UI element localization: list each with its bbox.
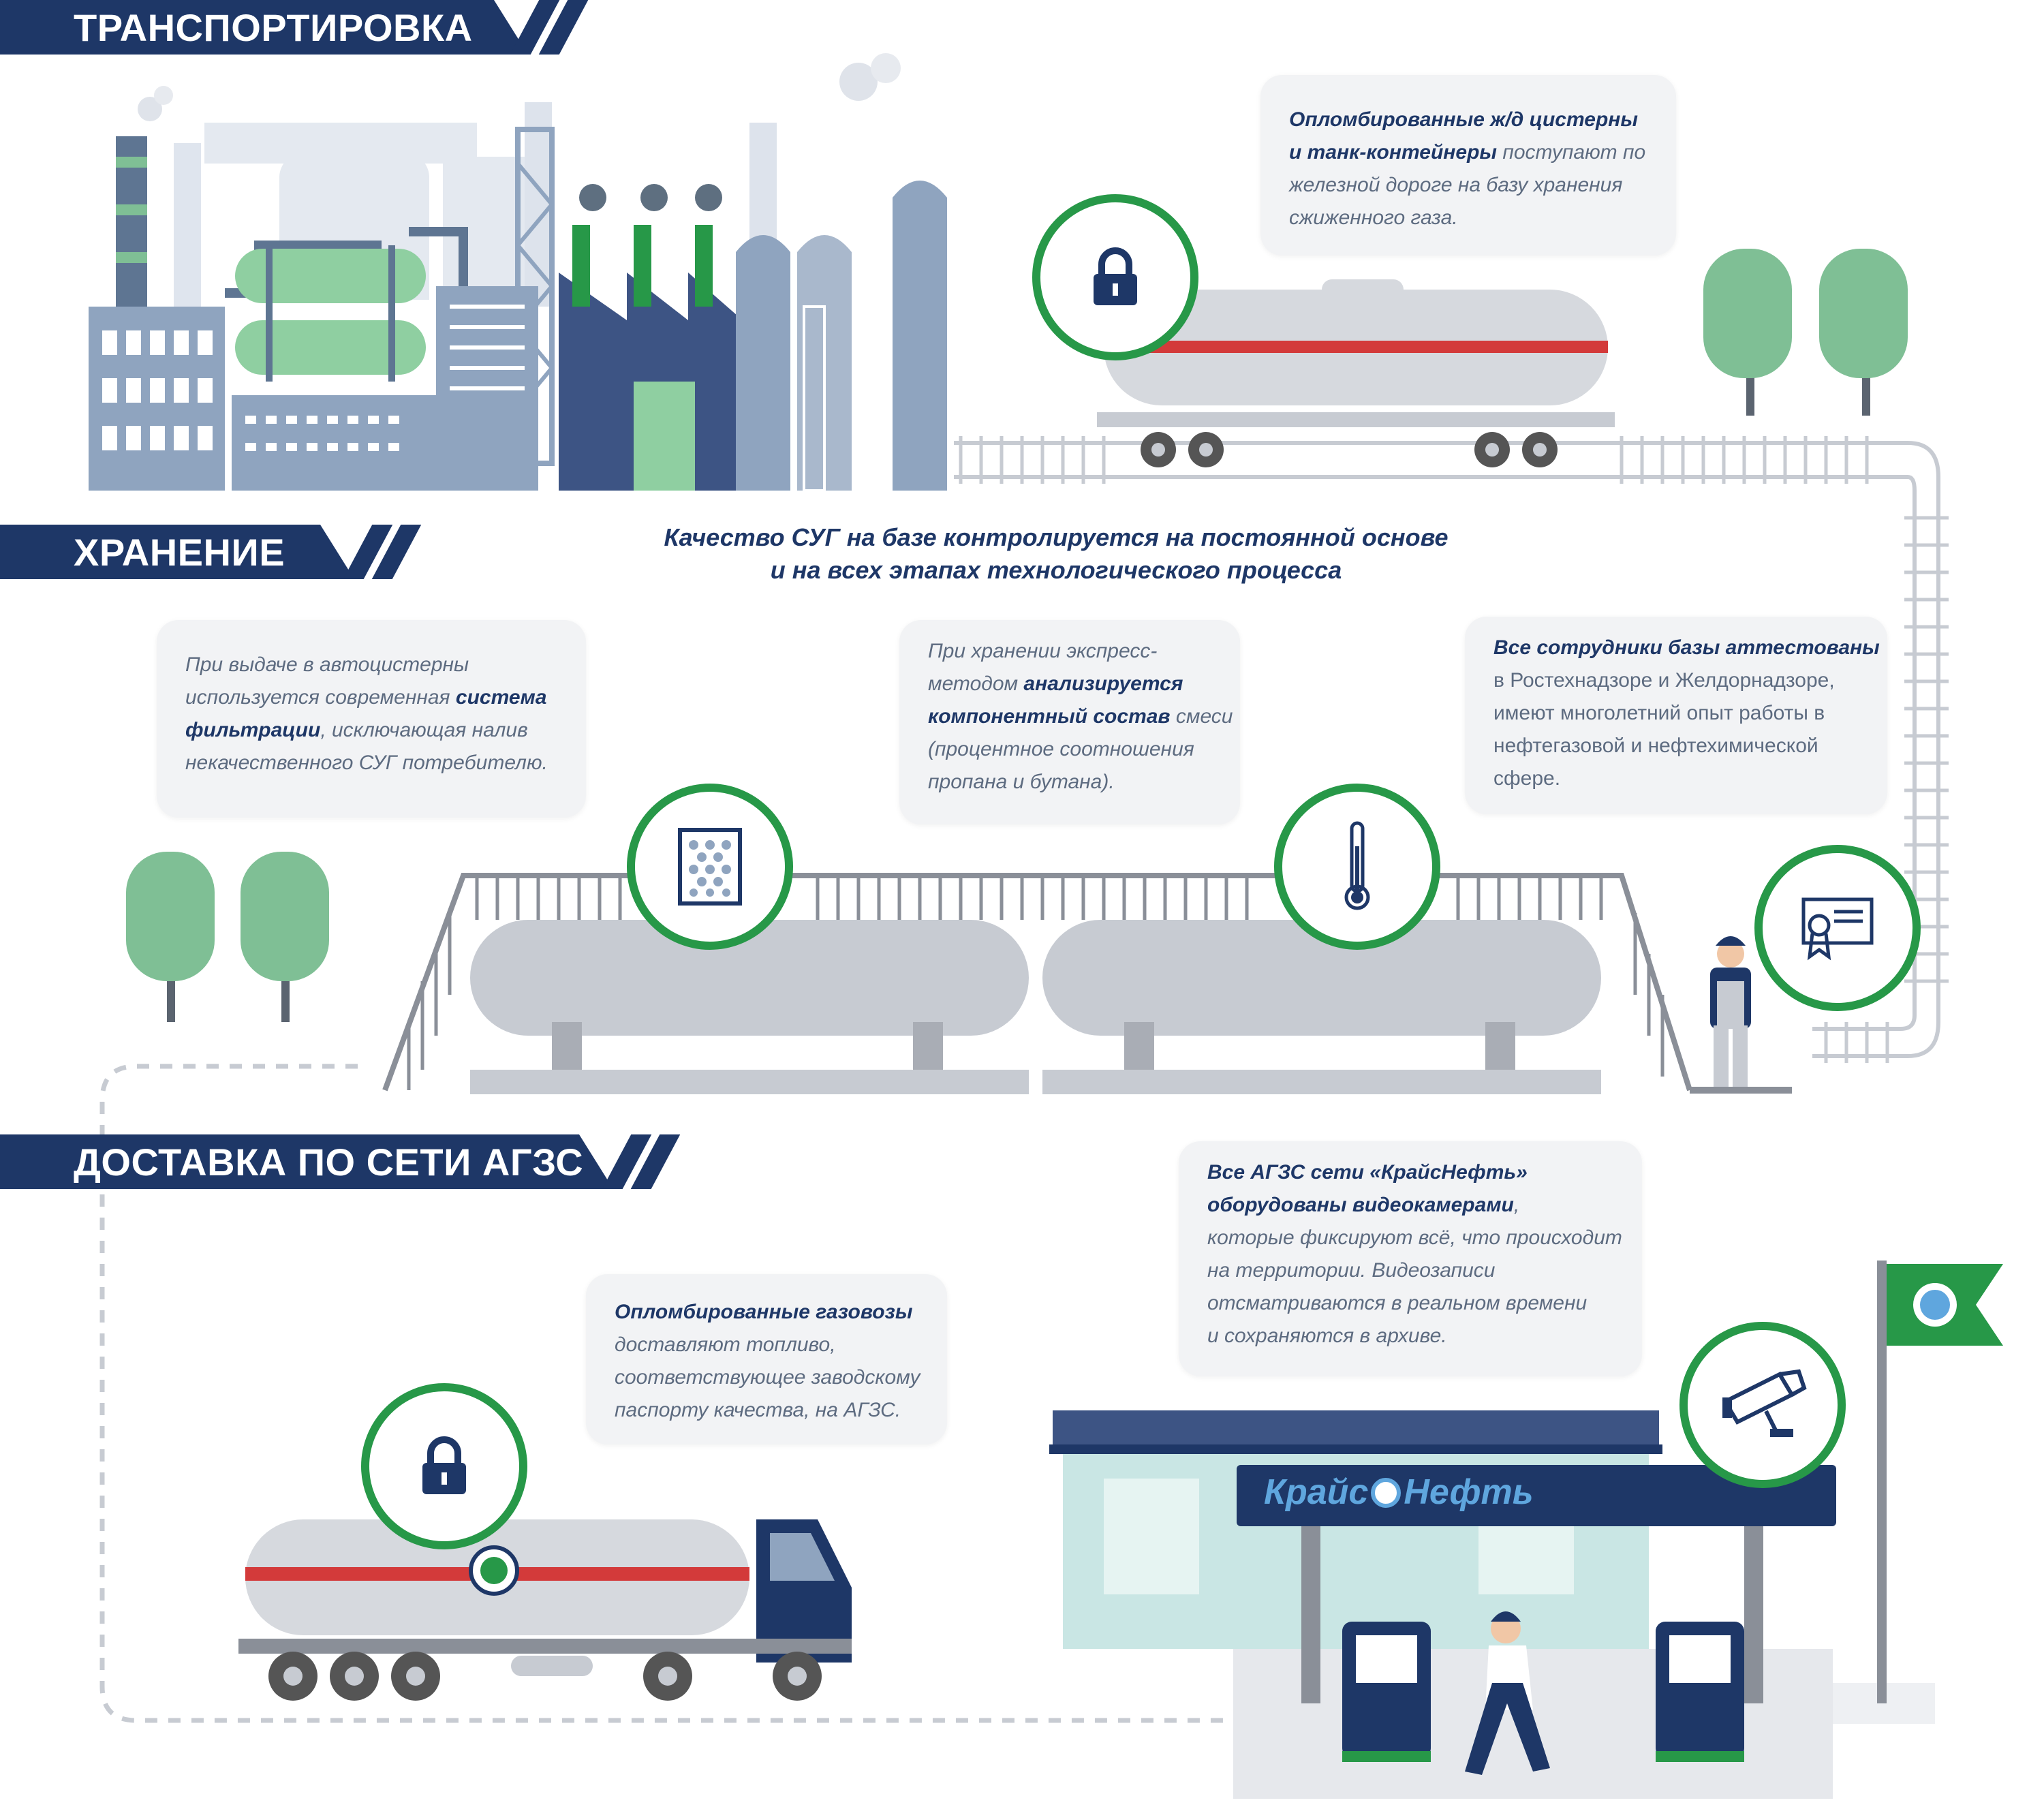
delivery-route bbox=[99, 1064, 1240, 1723]
callout-text: соответствующее заводскому bbox=[615, 1366, 920, 1389]
brand-logo: Крайс Нефть bbox=[1264, 1472, 1534, 1513]
quality-note-line: Качество СУГ на базе контролируется на п… bbox=[664, 523, 1449, 551]
callout-text: которые фиксируют всё, что происходит bbox=[1207, 1226, 1622, 1249]
camera-icon bbox=[1722, 1369, 1807, 1437]
callout-text: в Ростехнадзоре и Желдорнадзоре, bbox=[1493, 669, 1835, 692]
filter-badge bbox=[627, 784, 793, 950]
trees bbox=[126, 249, 1908, 1022]
rail-ties bbox=[959, 436, 1869, 484]
section-title: ХРАНЕНИЕ bbox=[74, 530, 285, 574]
callout-text: на территории. Видеозаписи bbox=[1207, 1259, 1496, 1282]
callout-text: железной дороге на базу хранения bbox=[1289, 174, 1623, 196]
brand-part1: Крайс bbox=[1264, 1472, 1369, 1512]
callout-bold: и танк-контейнеры bbox=[1289, 141, 1498, 164]
callout-bold: система bbox=[455, 686, 547, 709]
callout-bold: Опломбированные ж/д цистерны bbox=[1289, 108, 1639, 131]
callout-text: , bbox=[1513, 1194, 1520, 1216]
certificate-badge bbox=[1754, 845, 1921, 1011]
callout-rail: Опломбированные ж/д цистерны и танк-конт… bbox=[1260, 75, 1676, 256]
callout-text: используется современная bbox=[185, 686, 456, 709]
section-title: ДОСТАВКА ПО СЕТИ АГЗС bbox=[74, 1140, 584, 1184]
lock-badge bbox=[1032, 194, 1198, 360]
gas-truck bbox=[238, 1519, 852, 1701]
callout-text: смеси bbox=[1170, 705, 1233, 728]
lock-icon bbox=[422, 1436, 466, 1494]
callout-text: отсматриваются в реальном времени bbox=[1207, 1292, 1588, 1314]
callout-bold: Все АГЗС сети «КрайсНефть» bbox=[1207, 1161, 1528, 1184]
section-header-transport: ТРАНСПОРТИРОВКА bbox=[0, 0, 528, 55]
callout-bold: оборудованы видеокамерами bbox=[1207, 1194, 1514, 1216]
section-header-delivery: ДОСТАВКА ПО СЕТИ АГЗС bbox=[0, 1134, 613, 1189]
callout-text: методом bbox=[928, 672, 1024, 695]
callout-text: некачественного СУГ потребителю. bbox=[185, 752, 548, 774]
callout-bold: анализируется bbox=[1023, 672, 1183, 695]
rail-tank-car bbox=[1097, 279, 1615, 467]
quality-note: Качество СУГ на базе контролируется на п… bbox=[640, 521, 1472, 587]
header-stripes bbox=[602, 1134, 685, 1189]
callout-text: , исключающая налив bbox=[320, 719, 528, 741]
filter-icon bbox=[678, 828, 742, 906]
thermometer-badge bbox=[1274, 784, 1440, 950]
brand-swirl-icon bbox=[1371, 1478, 1402, 1508]
callout-bold: Все сотрудники базы аттестованы bbox=[1493, 636, 1880, 659]
callout-bold: Опломбированные газовозы bbox=[615, 1301, 913, 1323]
callout-text: пропана и бутана). bbox=[928, 771, 1115, 793]
callout-text: сфере. bbox=[1493, 767, 1561, 790]
callout-text: нефтегазовой и нефтехимической bbox=[1493, 735, 1818, 757]
gas-station bbox=[1049, 1261, 2003, 1799]
callout-bold: фильтрации bbox=[185, 719, 321, 741]
worker-figure bbox=[1710, 936, 1751, 1087]
callout-text: При хранении экспресс- bbox=[928, 640, 1158, 662]
callout-text: поступают по bbox=[1497, 141, 1646, 164]
callout-text: (процентное соотношения bbox=[928, 738, 1194, 760]
camera-badge bbox=[1679, 1322, 1846, 1488]
storage-tanks bbox=[382, 873, 1792, 1094]
callout-analysis: При хранении экспресс- методом анализиру… bbox=[899, 620, 1240, 824]
callout-text: паспорту качества, на АГЗС. bbox=[615, 1399, 901, 1421]
callout-text: доставляют топливо, bbox=[615, 1333, 836, 1356]
header-stripes bbox=[510, 0, 593, 55]
callout-cameras: Все АГЗС сети «КрайсНефть» оборудованы в… bbox=[1179, 1141, 1642, 1376]
factory-illustration bbox=[89, 53, 1949, 1063]
callout-bold: компонентный состав bbox=[928, 705, 1171, 728]
callout-text: и сохраняются в архиве. bbox=[1207, 1325, 1447, 1347]
header-stripes bbox=[343, 525, 426, 579]
brand-part2: Нефть bbox=[1404, 1472, 1534, 1512]
certificate-icon bbox=[1801, 897, 1874, 961]
section-title: ТРАНСПОРТИРОВКА bbox=[74, 5, 473, 49]
section-header-storage: ХРАНЕНИЕ bbox=[0, 525, 354, 579]
callout-trucks: Опломбированные газовозы доставляют топл… bbox=[586, 1274, 947, 1444]
callout-text: При выдаче в автоцистерны bbox=[185, 653, 469, 676]
quality-note-line: и на всех этапах технологического процес… bbox=[770, 556, 1342, 584]
lock-badge bbox=[361, 1383, 527, 1549]
callout-text: сжиженного газа. bbox=[1289, 206, 1458, 229]
callout-filter: При выдаче в автоцистерны используется с… bbox=[157, 620, 586, 818]
callout-text: имеют многолетний опыт работы в bbox=[1493, 702, 1825, 724]
thermometer-icon bbox=[1344, 821, 1370, 910]
lock-icon bbox=[1094, 247, 1137, 305]
callout-staff: Все сотрудники базы аттестованы в Ростех… bbox=[1465, 617, 1887, 814]
